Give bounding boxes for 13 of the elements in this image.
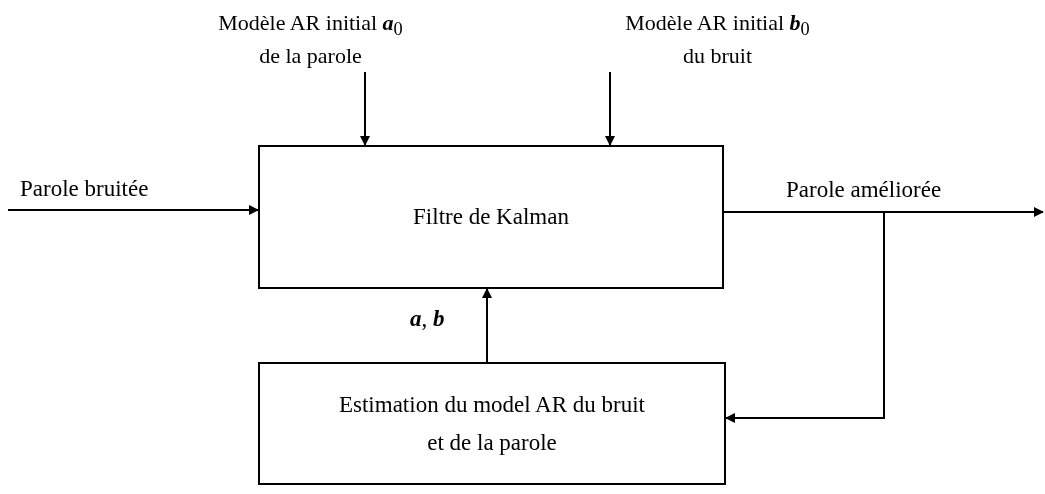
input-label: Modèle AR initial b$_{0}$ du bruit	[624, 9, 811, 71]
box-label: Filtre de Kalman	[413, 203, 569, 232]
arrow	[7, 205, 259, 215]
arrow	[482, 288, 492, 363]
process-box	[258, 145, 724, 289]
process-box	[258, 362, 726, 485]
box-label: Estimation du model AR du bruit et de la parole	[338, 390, 646, 457]
arrow	[605, 71, 615, 146]
edge-label: Parole améliorée	[786, 176, 942, 204]
input-label: Modèle AR initial a$_{0}$ de la parole	[217, 9, 404, 71]
edge-label: Parole bruitée	[20, 175, 149, 203]
edge-label: a, b	[410, 305, 445, 333]
arrow	[360, 71, 370, 146]
